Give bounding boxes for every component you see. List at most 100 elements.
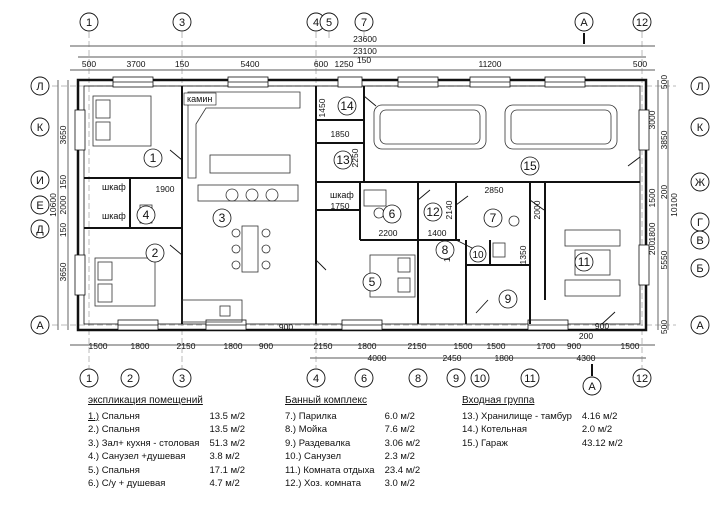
inner-dimension-texts: 1900 1750 1850 2250 1450 2200 1400 2140 … — [156, 98, 610, 332]
dim-bottom-sub: 4000 — [368, 353, 387, 363]
axis-label: 9 — [453, 373, 459, 385]
room-number: 11 — [578, 255, 591, 269]
axis-label: В — [696, 235, 703, 247]
legend-row-number: 6.) — [88, 478, 100, 489]
axis-label: 1 — [86, 17, 92, 29]
label-shkaf: шкаф — [102, 182, 126, 192]
legend-row-number: 4.) — [88, 451, 100, 462]
axis-label: К — [37, 122, 44, 134]
furniture — [92, 91, 621, 323]
dim-bottom: 2150 — [408, 341, 427, 351]
label-shkaf: шкаф — [330, 190, 354, 200]
dim-bottom: 1800 — [224, 341, 243, 351]
legend-row-number: 8.) — [285, 424, 297, 435]
dim-inner: 2140 — [444, 200, 454, 219]
legend-row-area: 2.3 м/2 — [384, 451, 415, 462]
dim-left: 150 — [58, 175, 68, 189]
dim-inner: 1400 — [428, 228, 447, 238]
legend-row-name: Санузел +душевая — [101, 451, 186, 462]
room-text-labels: камин шкаф шкаф шкаф — [102, 92, 354, 221]
room-number: 7 — [490, 211, 497, 225]
dim-inner: 1900 — [156, 184, 175, 194]
axis-label: 12 — [636, 17, 648, 29]
legend-row-name: С/у + душевая — [101, 478, 166, 489]
room-number: 3 — [219, 211, 226, 225]
dim-inner: 900 — [279, 322, 293, 332]
dim-left: 3650 — [58, 125, 68, 144]
legend-row-number: 14.) — [462, 424, 479, 435]
label-shkaf: шкаф — [102, 211, 126, 221]
legend-row-area: 4.16 м/2 — [581, 410, 618, 422]
interior-walls — [84, 86, 640, 324]
legend-row-name: Зал+ кухня - столовая — [101, 437, 200, 449]
dim-left: 150 — [58, 223, 68, 237]
axis-label: Л — [696, 81, 703, 93]
legend-row-number: 13.) — [462, 410, 479, 422]
room-number: 8 — [442, 243, 449, 257]
legend-row-number: 5.) — [88, 464, 100, 476]
dimension-lines-right — [657, 80, 669, 330]
dim-right: 5550 — [659, 250, 669, 269]
dimension-texts-right: 3000 3850 1500 200 1800 5550 200 10100 5… — [647, 75, 679, 334]
dim-bottom: 1500 — [621, 341, 640, 351]
outer-walls — [76, 78, 648, 332]
axis-label: Б — [696, 263, 703, 275]
legend-row-number: 15.) — [462, 437, 479, 449]
axis-label: Л — [36, 81, 43, 93]
axis-label: 12 — [636, 373, 648, 385]
dim-left: 10600 — [48, 193, 58, 217]
room-number: 6 — [389, 207, 396, 221]
axis-label: Е — [36, 200, 43, 212]
dim-right: 10100 — [669, 193, 679, 217]
dimension-texts-top: 23600 23100 500 3700 150 5400 600 1250 1… — [82, 34, 647, 69]
doors — [169, 95, 641, 325]
legend-row-area: 17.1 м/2 — [209, 464, 246, 476]
axis-label: 7 — [361, 17, 367, 29]
axis-label: 1 — [86, 373, 92, 385]
legend-row: 2.) Спальня 13.5 м/2 — [88, 423, 251, 437]
room-number: 9 — [505, 292, 512, 306]
room-number: 13 — [336, 153, 350, 167]
legend-title: экспликация помещений — [88, 395, 203, 406]
legend-row-area: 13.5 м/2 — [209, 424, 246, 435]
legend-row-name: Спальня — [101, 424, 140, 435]
legend-row-area: 3.06 м/2 — [384, 437, 421, 449]
dimension-texts-left: 3650 150 2000 150 3650 10600 — [48, 125, 68, 281]
axis-label: И — [36, 175, 44, 187]
legend-row-area: 23.4 м/2 — [384, 464, 421, 476]
dim-bottom: 1500 — [89, 341, 108, 351]
dim-total-outer: 23600 — [353, 34, 377, 44]
room-number: 5 — [369, 275, 376, 289]
dim-inner: 2850 — [485, 185, 504, 195]
legend-row-area: 43.12 м/2 — [581, 437, 623, 449]
dim-right: 1800 — [647, 222, 657, 241]
dim-total-inner: 23100 — [353, 46, 377, 56]
axis-label: 4 — [313, 17, 319, 29]
legend-title: Входная группа — [462, 395, 535, 406]
axis-label: 6 — [361, 373, 367, 385]
legend-row-number: 11.) — [285, 464, 301, 476]
dim-right: 500 — [659, 75, 669, 89]
legend-row-number: 2.) — [88, 424, 100, 435]
dim-top: 1250 — [335, 59, 354, 69]
dim-inner: 1750 — [331, 201, 350, 211]
axis-label: 8 — [415, 373, 421, 385]
dimension-lines-left — [57, 80, 69, 330]
axis-label: К — [697, 122, 704, 134]
windows — [74, 76, 650, 331]
legend-row-name: Мойка — [298, 424, 327, 435]
